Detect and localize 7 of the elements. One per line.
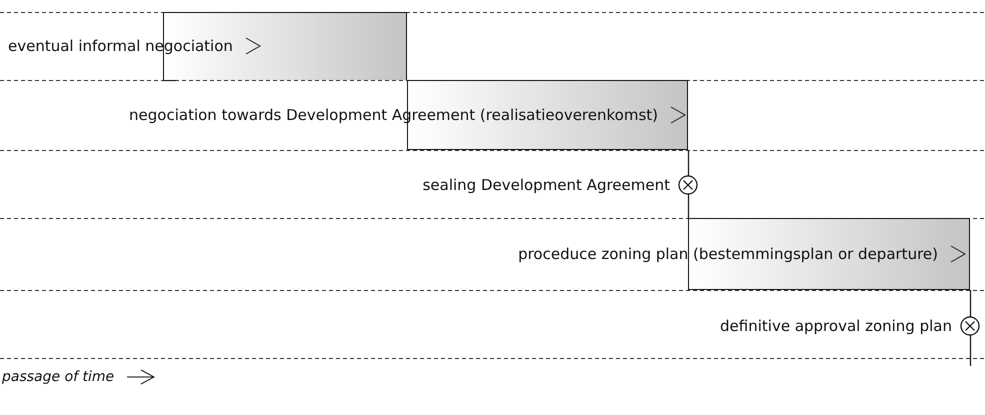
connector-line — [688, 194, 690, 218]
bar-label: proceduce zoning plan (bestemmingsplan or departure) — [518, 244, 938, 264]
axis-note: passage of time — [2, 368, 114, 387]
milestone-label: sealing Development Agreement — [422, 175, 670, 195]
milestone-label: definitive approval zoning plan — [720, 316, 952, 336]
connector-line — [688, 150, 690, 176]
connector-line — [970, 290, 972, 317]
